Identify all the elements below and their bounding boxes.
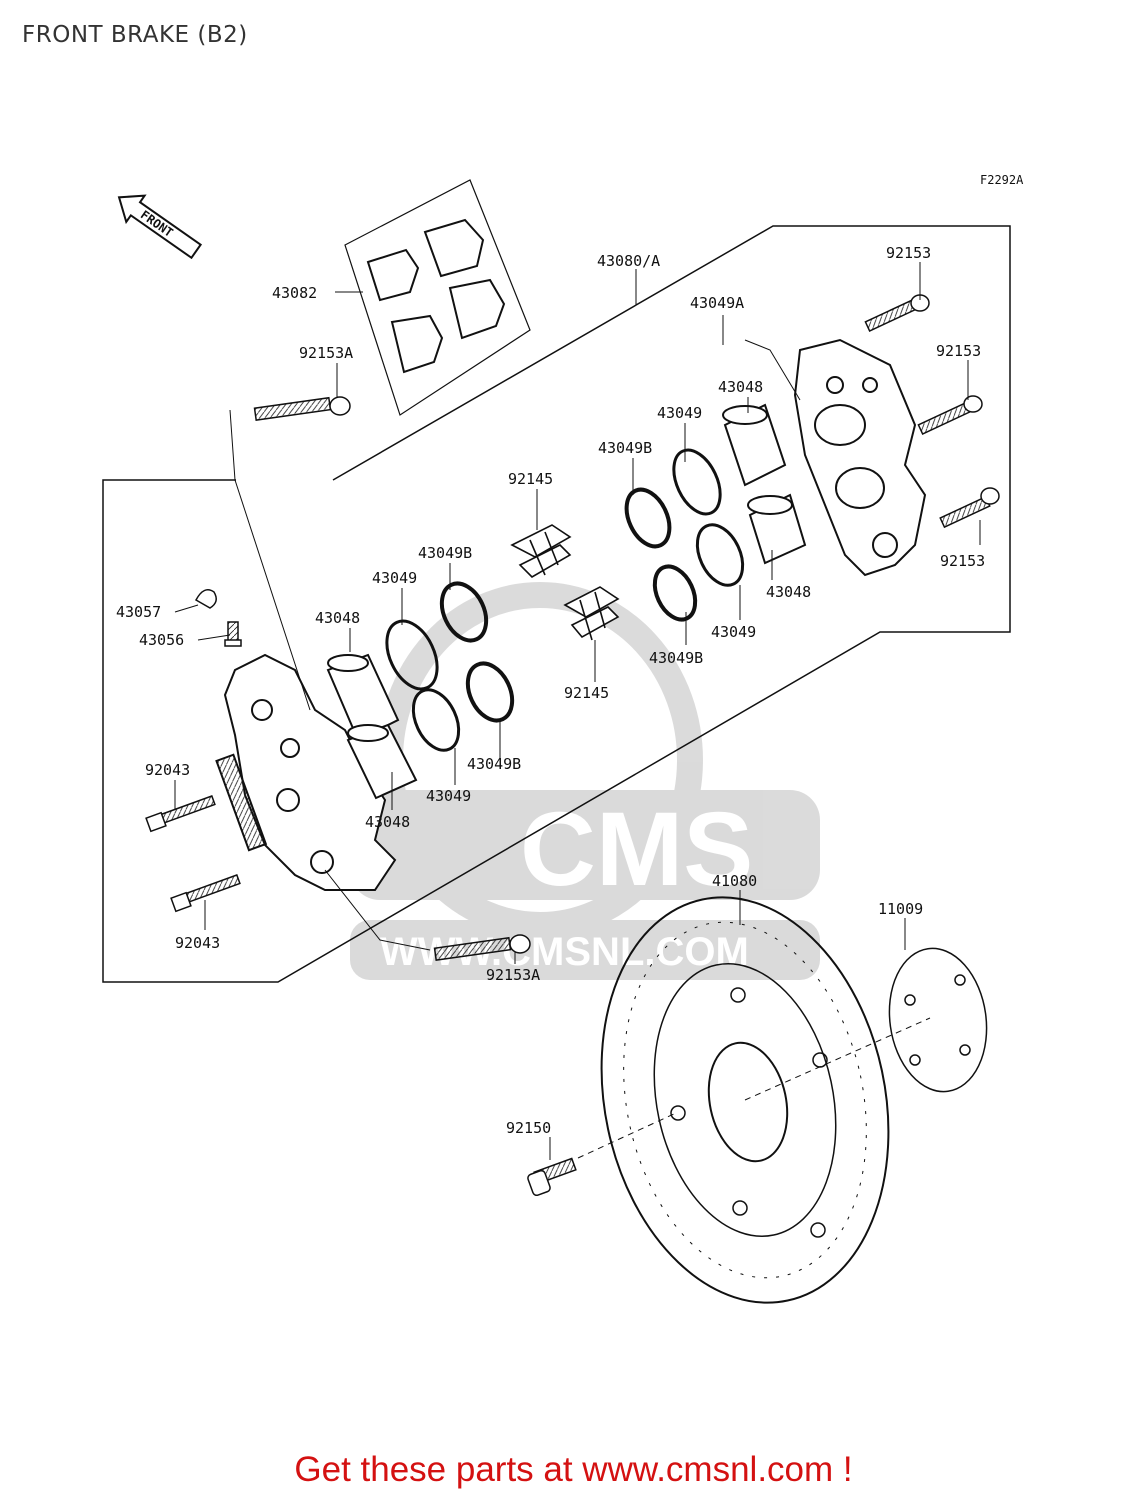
exploded-parts-diagram: F2292A FRONT CMS WWW.CMSNL.COM xyxy=(102,173,1024,1304)
piston-lower-right xyxy=(747,493,807,565)
callout-43049b-upper-left: 43049B xyxy=(418,544,472,562)
callout-43048-lower-left: 43048 xyxy=(365,813,410,831)
footer-promo[interactable]: Get these parts at www.cmsnl.com ! xyxy=(0,1450,1147,1490)
callout-43057: 43057 xyxy=(116,603,161,621)
callout-43056: 43056 xyxy=(139,631,184,649)
bolt-92043-top xyxy=(145,795,216,833)
callout-41080: 41080 xyxy=(712,872,757,890)
callout-92153a-bottom: 92153A xyxy=(486,966,540,984)
callout-43049a: 43049A xyxy=(690,294,744,312)
callout-43049-upper-left: 43049 xyxy=(372,569,417,587)
bolt-92153a-top xyxy=(253,396,351,421)
diagram-code: F2292A xyxy=(980,173,1024,187)
callout-92153-low: 92153 xyxy=(940,552,985,570)
callout-43048-lower-right: 43048 xyxy=(766,583,811,601)
callout-92153-top: 92153 xyxy=(886,244,931,262)
brake-pad-set xyxy=(344,179,531,416)
seal-rings xyxy=(385,448,745,752)
callout-43049b-lower-right: 43049B xyxy=(649,649,703,667)
callout-43048-upper-left: 43048 xyxy=(315,609,360,627)
callout-43082: 43082 xyxy=(272,284,317,302)
callout-43049-lower-right: 43049 xyxy=(711,623,756,641)
piston-upper-left xyxy=(326,653,400,742)
callout-11009: 11009 xyxy=(878,900,923,918)
bolt-92153-top xyxy=(864,294,930,332)
callout-92043-top: 92043 xyxy=(145,761,190,779)
watermark-logo: CMS WWW.CMSNL.COM xyxy=(350,582,820,980)
left-caliper-half xyxy=(215,653,397,891)
callout-43049-lower-left: 43049 xyxy=(426,787,471,805)
footer-link[interactable]: Get these parts at www.cmsnl.com ! xyxy=(294,1450,853,1489)
bleeder-cap-43057 xyxy=(194,589,217,609)
callout-92145-bottom: 92145 xyxy=(564,684,609,702)
front-arrow-icon: FRONT xyxy=(117,194,203,260)
bolt-92043-bottom xyxy=(170,874,241,913)
disc-bolt-92150 xyxy=(527,1157,577,1197)
callout-92153a-top: 92153A xyxy=(299,344,353,362)
callout-43049b-upper-right: 43049B xyxy=(598,439,652,457)
right-caliper-half xyxy=(793,338,927,577)
callout-43049b-lower-left: 43049B xyxy=(467,755,521,773)
callout-92150: 92150 xyxy=(506,1119,551,1137)
callout-43049-upper-right: 43049 xyxy=(657,404,702,422)
bolt-92153a-bottom xyxy=(433,934,531,961)
piston-lower-left xyxy=(346,723,418,800)
page-title: FRONT BRAKE (B2) xyxy=(22,22,248,48)
pad-spring-lower xyxy=(563,586,620,641)
part-callouts: 43082 43080/A 43049A 92153 92153 92153 9… xyxy=(116,244,985,1137)
callout-92043-bottom: 92043 xyxy=(175,934,220,952)
brake-disc-41080 xyxy=(600,896,890,1304)
leader-lines xyxy=(174,262,981,1160)
watermark-text: CMS xyxy=(520,791,753,908)
callout-43080a: 43080/A xyxy=(597,252,660,270)
disc-shim-11009 xyxy=(888,947,988,1093)
callout-43048-upper-right: 43048 xyxy=(718,378,763,396)
assembly-bracket-line xyxy=(102,225,1011,983)
piston-upper-right xyxy=(722,403,787,487)
bolt-92153-mid xyxy=(917,395,983,435)
callout-92153-mid: 92153 xyxy=(936,342,981,360)
bleeder-valve-43056 xyxy=(224,621,242,647)
bolt-92153-low xyxy=(939,487,1000,529)
callout-92145-top: 92145 xyxy=(508,470,553,488)
pad-spring-upper xyxy=(510,524,572,579)
